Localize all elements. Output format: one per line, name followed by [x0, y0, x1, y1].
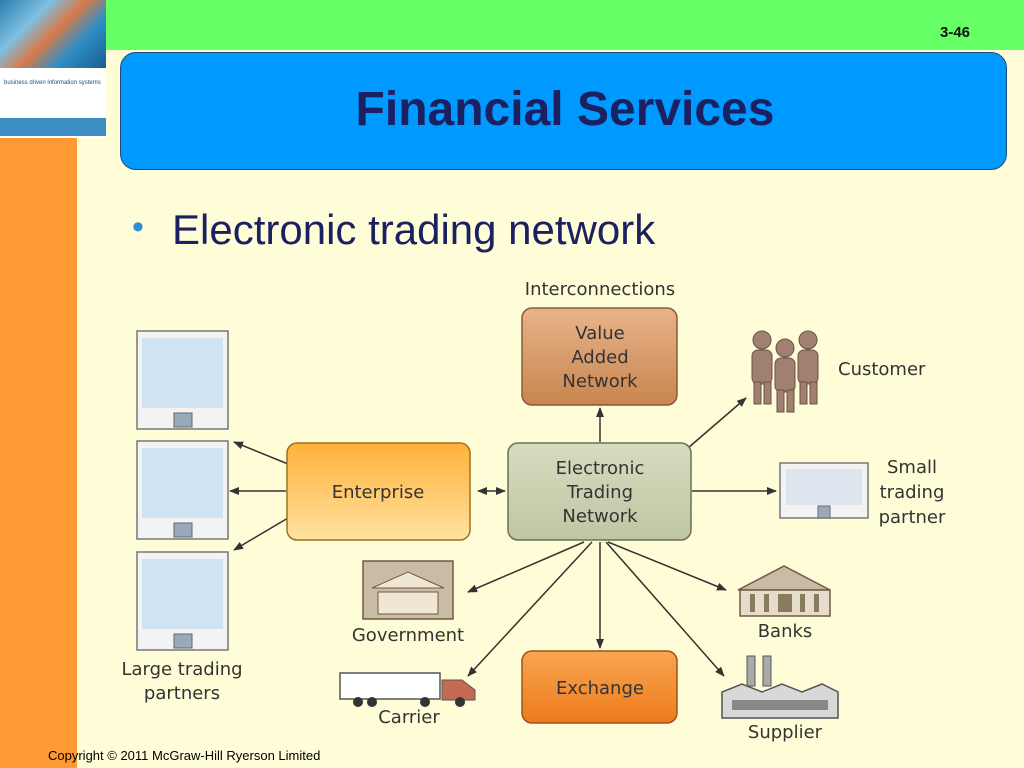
cover-title: business driven information systems — [4, 80, 101, 86]
cover-photo — [0, 0, 106, 68]
supplier-label: Supplier — [748, 722, 823, 743]
small-partner-building-icon — [779, 462, 869, 519]
etn-box — [507, 442, 692, 541]
bullet-text: Electronic trading network — [172, 206, 656, 253]
enterprise-box — [286, 442, 471, 541]
etn-label-line1: Electronic — [556, 458, 645, 479]
van-label-line2: Added — [571, 347, 628, 368]
connector-arrows — [229, 397, 777, 677]
copyright-notice: Copyright © 2011 McGraw-Hill Ryerson Lim… — [48, 748, 321, 763]
small-partner-label-line3: partner — [879, 507, 946, 528]
bank-building-icon — [737, 565, 831, 617]
van-label-line1: Value — [575, 323, 624, 344]
truck-icon — [339, 672, 476, 707]
etn-label-line2: Trading — [566, 482, 633, 503]
slide-title: Financial Services — [355, 83, 775, 136]
factory-icon — [721, 655, 839, 719]
bullet-icon: • — [132, 208, 144, 246]
interconnections-label: Interconnections — [525, 279, 675, 300]
enterprise-label: Enterprise — [332, 482, 425, 503]
book-cover-logo: business driven information systems — [0, 0, 106, 138]
large-partners-label-line1: Large trading — [121, 659, 242, 680]
large-partners-label-line2: partners — [144, 683, 220, 704]
slide-number: 3-46 — [940, 24, 971, 41]
banks-label: Banks — [758, 621, 813, 642]
building-windows-icon — [142, 338, 223, 629]
small-partner-label-line2: trading — [880, 482, 945, 503]
building-doors-icon — [173, 412, 193, 649]
van-label-line3: Network — [562, 371, 638, 392]
exchange-label: Exchange — [556, 678, 644, 699]
customer-label: Customer — [838, 359, 926, 380]
etn-label-line3: Network — [562, 506, 638, 527]
cover-strip — [0, 118, 106, 136]
small-partner-label-line1: Small — [887, 457, 937, 478]
government-building-icon — [362, 560, 454, 620]
title-bar — [120, 52, 1007, 170]
government-label: Government — [352, 625, 464, 646]
carrier-label: Carrier — [378, 707, 440, 728]
top-band — [0, 0, 1024, 50]
exchange-box — [521, 650, 678, 724]
customer-people-icon — [751, 330, 819, 413]
van-box — [521, 307, 678, 406]
